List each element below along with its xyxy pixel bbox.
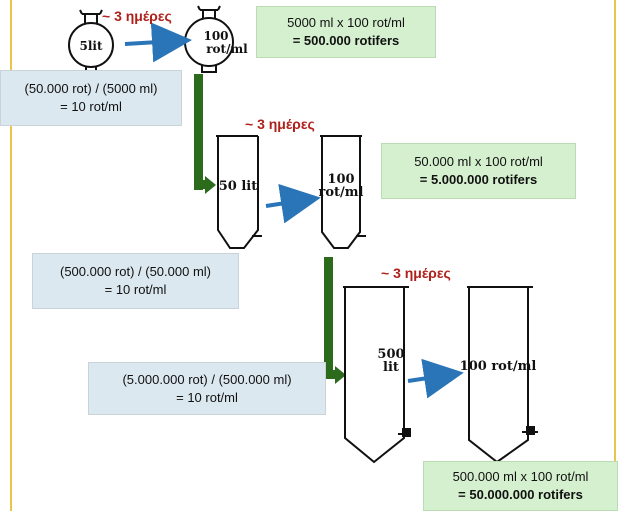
- tank-500lit-label-1: 500: [377, 347, 404, 362]
- arrow-stage2: [265, 183, 321, 224]
- result-box-stage2: 50.000 ml x 100 rot/ml = 5.000.000 rotif…: [381, 143, 576, 199]
- days-label-stage2: ~ 3 ημέρες: [245, 116, 315, 132]
- right-guide-line: [614, 0, 616, 511]
- result-stage3-line1: 500.000 ml x 100 rot/ml: [452, 469, 589, 484]
- tank-100rot-large: [467, 286, 538, 464]
- flask-100rot-label-1: 100: [203, 29, 228, 43]
- tank-100rot-large-label: 100 rot/ml: [460, 359, 537, 374]
- tank-500lit-label-2: lit: [383, 360, 399, 375]
- calc-stage1-line1: (50.000 rot) / (5000 ml): [24, 81, 158, 96]
- left-guide-line: [10, 0, 12, 511]
- tank-50lit-label: 50 lit: [219, 179, 258, 194]
- calc-stage2-line2: = 10 rot/ml: [104, 282, 167, 297]
- result-stage1-line2: = 500.000 rotifers: [292, 33, 400, 48]
- tank-100rot-label-2: rot/ml: [319, 185, 364, 200]
- flask-100rot-label-2: rot/ml: [206, 42, 248, 56]
- calc-box-stage2: (500.000 rot) / (50.000 ml) = 10 rot/ml: [32, 253, 239, 309]
- calc-box-stage3: (5.000.000 rot) / (500.000 ml) = 10 rot/…: [88, 362, 326, 415]
- days-label-stage1: ~ 3 ημέρες: [102, 8, 172, 24]
- calc-box-stage1: (50.000 rot) / (5000 ml) = 10 rot/ml: [0, 70, 182, 126]
- calc-stage1-line2: = 10 rot/ml: [60, 99, 122, 114]
- tank-100rot-label-1: 100: [327, 172, 354, 187]
- result-stage1-line1: 5000 ml x 100 rot/ml: [287, 15, 405, 30]
- arrow-stage3: [407, 358, 464, 399]
- result-box-stage3: 500.000 ml x 100 rot/ml = 50.000.000 rot…: [423, 461, 618, 511]
- green-arrow-2: [324, 257, 346, 384]
- result-stage2-line1: 50.000 ml x 100 rot/ml: [414, 154, 543, 169]
- arrow-stage1: [124, 22, 192, 63]
- calc-stage3-line1: (5.000.000 rot) / (500.000 ml): [122, 372, 292, 387]
- tank-500lit: [343, 286, 411, 464]
- flask-5lit: [68, 9, 114, 73]
- result-stage2-line2: = 5.000.000 rotifers: [419, 172, 538, 187]
- calc-stage2-line1: (500.000 rot) / (50.000 ml): [59, 264, 212, 279]
- calc-stage3-line2: = 10 rot/ml: [176, 390, 238, 405]
- tank-50lit: [216, 135, 262, 249]
- tank-100rot: [320, 135, 366, 249]
- result-stage3-line2: = 50.000.000 rotifers: [458, 487, 583, 502]
- result-box-stage1: 5000 ml x 100 rot/ml = 500.000 rotifers: [256, 6, 436, 58]
- days-label-stage3: ~ 3 ημέρες: [381, 265, 451, 281]
- flask-5lit-label: 5lit: [79, 39, 102, 53]
- green-arrow-1: [194, 74, 216, 194]
